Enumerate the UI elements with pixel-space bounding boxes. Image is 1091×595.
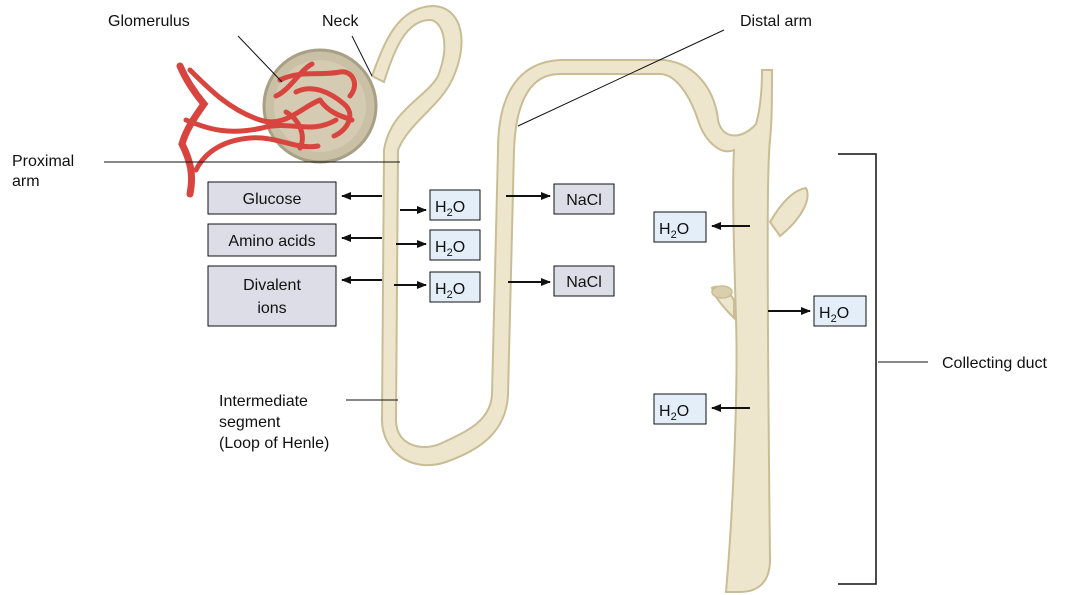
duct-branch-upper <box>770 188 808 236</box>
water-box-duct-upper: H2O <box>654 212 706 242</box>
water-box-duct-right: H2O <box>814 296 866 326</box>
water-box-duct-lower: H2O <box>654 394 706 424</box>
water-box-proximal-2: H2O <box>430 230 480 260</box>
label-proximal-line1: Proximal <box>12 153 74 170</box>
label-intermediate-line1: Intermediate <box>219 393 308 410</box>
water-box-proximal-3: H2O <box>430 272 480 302</box>
duct-branch-opening <box>712 286 732 298</box>
amino-acids-text: Amino acids <box>228 233 315 250</box>
divalent-ions-text-line2: ions <box>257 300 286 317</box>
divalent-ions-box <box>208 266 336 326</box>
glucose-text: Glucose <box>243 191 302 208</box>
label-neck: Neck <box>322 13 359 30</box>
label-intermediate-line3: (Loop of Henle) <box>219 435 329 452</box>
divalent-ions-text-line1: Divalent <box>243 277 301 294</box>
label-collecting-duct: Collecting duct <box>942 355 1048 372</box>
label-glomerulus: Glomerulus <box>108 13 190 30</box>
label-intermediate-line2: segment <box>219 414 281 431</box>
label-distal-arm: Distal arm <box>740 13 812 30</box>
collecting-duct-bracket <box>838 154 876 584</box>
nacl-lower-text: NaCl <box>566 274 602 291</box>
solute-boxes: Glucose Amino acids Divalent ions NaCl N… <box>208 182 614 326</box>
afferent-vessel <box>180 66 204 194</box>
glomerulus <box>180 50 376 194</box>
label-proximal-line2: arm <box>12 173 40 190</box>
water-box-proximal-1: H2O <box>430 190 480 220</box>
nacl-upper-text: NaCl <box>566 192 602 209</box>
